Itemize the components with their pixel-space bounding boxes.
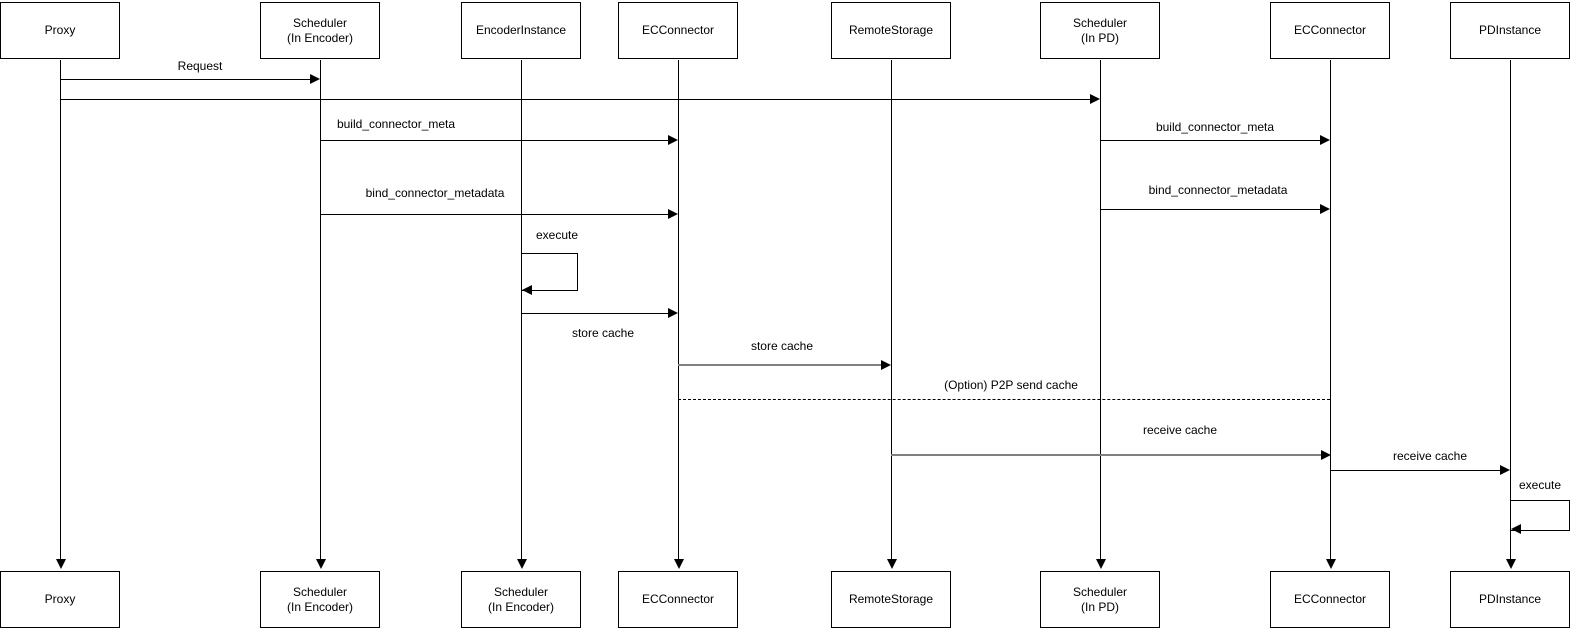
lifeline-arrowhead-icon (517, 559, 527, 569)
message-line-p2p-send-cache (678, 399, 1330, 400)
arrowhead-icon (1321, 450, 1331, 460)
lifeline-arrowhead-icon (1326, 559, 1336, 569)
message-arrow-receive-cache-1 (891, 454, 1321, 456)
message-arrow-receive-cache-2 (1330, 470, 1501, 471)
message-label-execute-left: execute (532, 227, 582, 243)
lifeline-encoder-instance (521, 60, 522, 561)
actor-bottom-scheduler-in-pd: Scheduler (In PD) (1040, 571, 1160, 628)
lifeline-arrowhead-icon (56, 559, 66, 569)
lifeline-arrowhead-icon (674, 559, 684, 569)
message-label-receive-cache-2: receive cache (1389, 448, 1471, 464)
lifeline-ec-connector-2 (1330, 60, 1331, 561)
message-arrow-proxy-to-scheduler-pd (60, 99, 1091, 100)
actor-top-remote-storage: RemoteStorage (831, 2, 951, 59)
actor-top-proxy: Proxy (0, 2, 120, 59)
self-loop-execute-left (521, 253, 578, 291)
message-label-store-cache-2: store cache (747, 338, 817, 354)
actor-top-scheduler-in-encoder: Scheduler (In Encoder) (260, 2, 380, 59)
message-arrow-store-cache-1 (521, 313, 669, 314)
self-loop-execute-right (1510, 500, 1570, 531)
arrowhead-icon (881, 360, 891, 370)
message-label-bind-connector-metadata-left: bind_connector_metadata (362, 185, 508, 201)
actor-top-pd-instance: PDInstance (1450, 2, 1570, 59)
message-arrow-bind-connector-metadata-left (320, 214, 669, 215)
arrowhead-icon (1320, 135, 1330, 145)
message-arrow-build-connector-meta-right (1100, 140, 1321, 141)
arrowhead-icon (1090, 94, 1100, 104)
arrowhead-icon (1320, 204, 1330, 214)
message-label-execute-right: execute (1515, 477, 1565, 493)
actor-bottom-ec-connector-2: ECConnector (1270, 571, 1390, 628)
arrowhead-icon (1511, 524, 1521, 534)
message-label-build-connector-meta-left: build_connector_meta (333, 116, 459, 132)
arrowhead-icon (310, 74, 320, 84)
lifeline-proxy (60, 60, 61, 561)
message-label-receive-cache-1: receive cache (1139, 422, 1221, 438)
arrowhead-icon (522, 285, 532, 295)
arrowhead-icon (1500, 465, 1510, 475)
message-label-p2p-send-cache: (Option) P2P send cache (941, 377, 1081, 393)
arrowhead-icon (668, 308, 678, 318)
actor-bottom-pd-instance: PDInstance (1450, 571, 1570, 628)
message-arrow-request (60, 79, 311, 80)
lifeline-scheduler-in-encoder (320, 60, 321, 561)
actor-top-ec-connector-2: ECConnector (1270, 2, 1390, 59)
message-arrow-bind-connector-metadata-right (1100, 209, 1321, 210)
message-label-request: Request (174, 58, 226, 74)
message-label-build-connector-meta-right: build_connector_meta (1152, 119, 1278, 135)
lifeline-pd-instance (1510, 60, 1511, 561)
message-label-bind-connector-metadata-right: bind_connector_metadata (1145, 182, 1291, 198)
arrowhead-icon (668, 135, 678, 145)
lifeline-arrowhead-icon (887, 559, 897, 569)
actor-top-ec-connector: ECConnector (618, 2, 738, 59)
actor-bottom-ec-connector: ECConnector (618, 571, 738, 628)
actor-top-encoder-instance: EncoderInstance (461, 2, 581, 59)
actor-bottom-encoder-instance: Scheduler (In Encoder) (461, 571, 581, 628)
actor-top-scheduler-in-pd: Scheduler (In PD) (1040, 2, 1160, 59)
actor-bottom-remote-storage: RemoteStorage (831, 571, 951, 628)
message-arrow-build-connector-meta-left (320, 140, 669, 141)
lifeline-arrowhead-icon (1096, 559, 1106, 569)
arrowhead-icon (668, 209, 678, 219)
lifeline-arrowhead-icon (1506, 559, 1516, 569)
message-arrow-store-cache-2 (678, 364, 882, 366)
actor-bottom-proxy: Proxy (0, 571, 120, 628)
lifeline-ec-connector (678, 60, 679, 561)
actor-bottom-scheduler-in-encoder: Scheduler (In Encoder) (260, 571, 380, 628)
message-label-store-cache-1: store cache (568, 325, 638, 341)
lifeline-remote-storage (891, 60, 892, 561)
lifeline-scheduler-in-pd (1100, 60, 1101, 561)
lifeline-arrowhead-icon (316, 559, 326, 569)
